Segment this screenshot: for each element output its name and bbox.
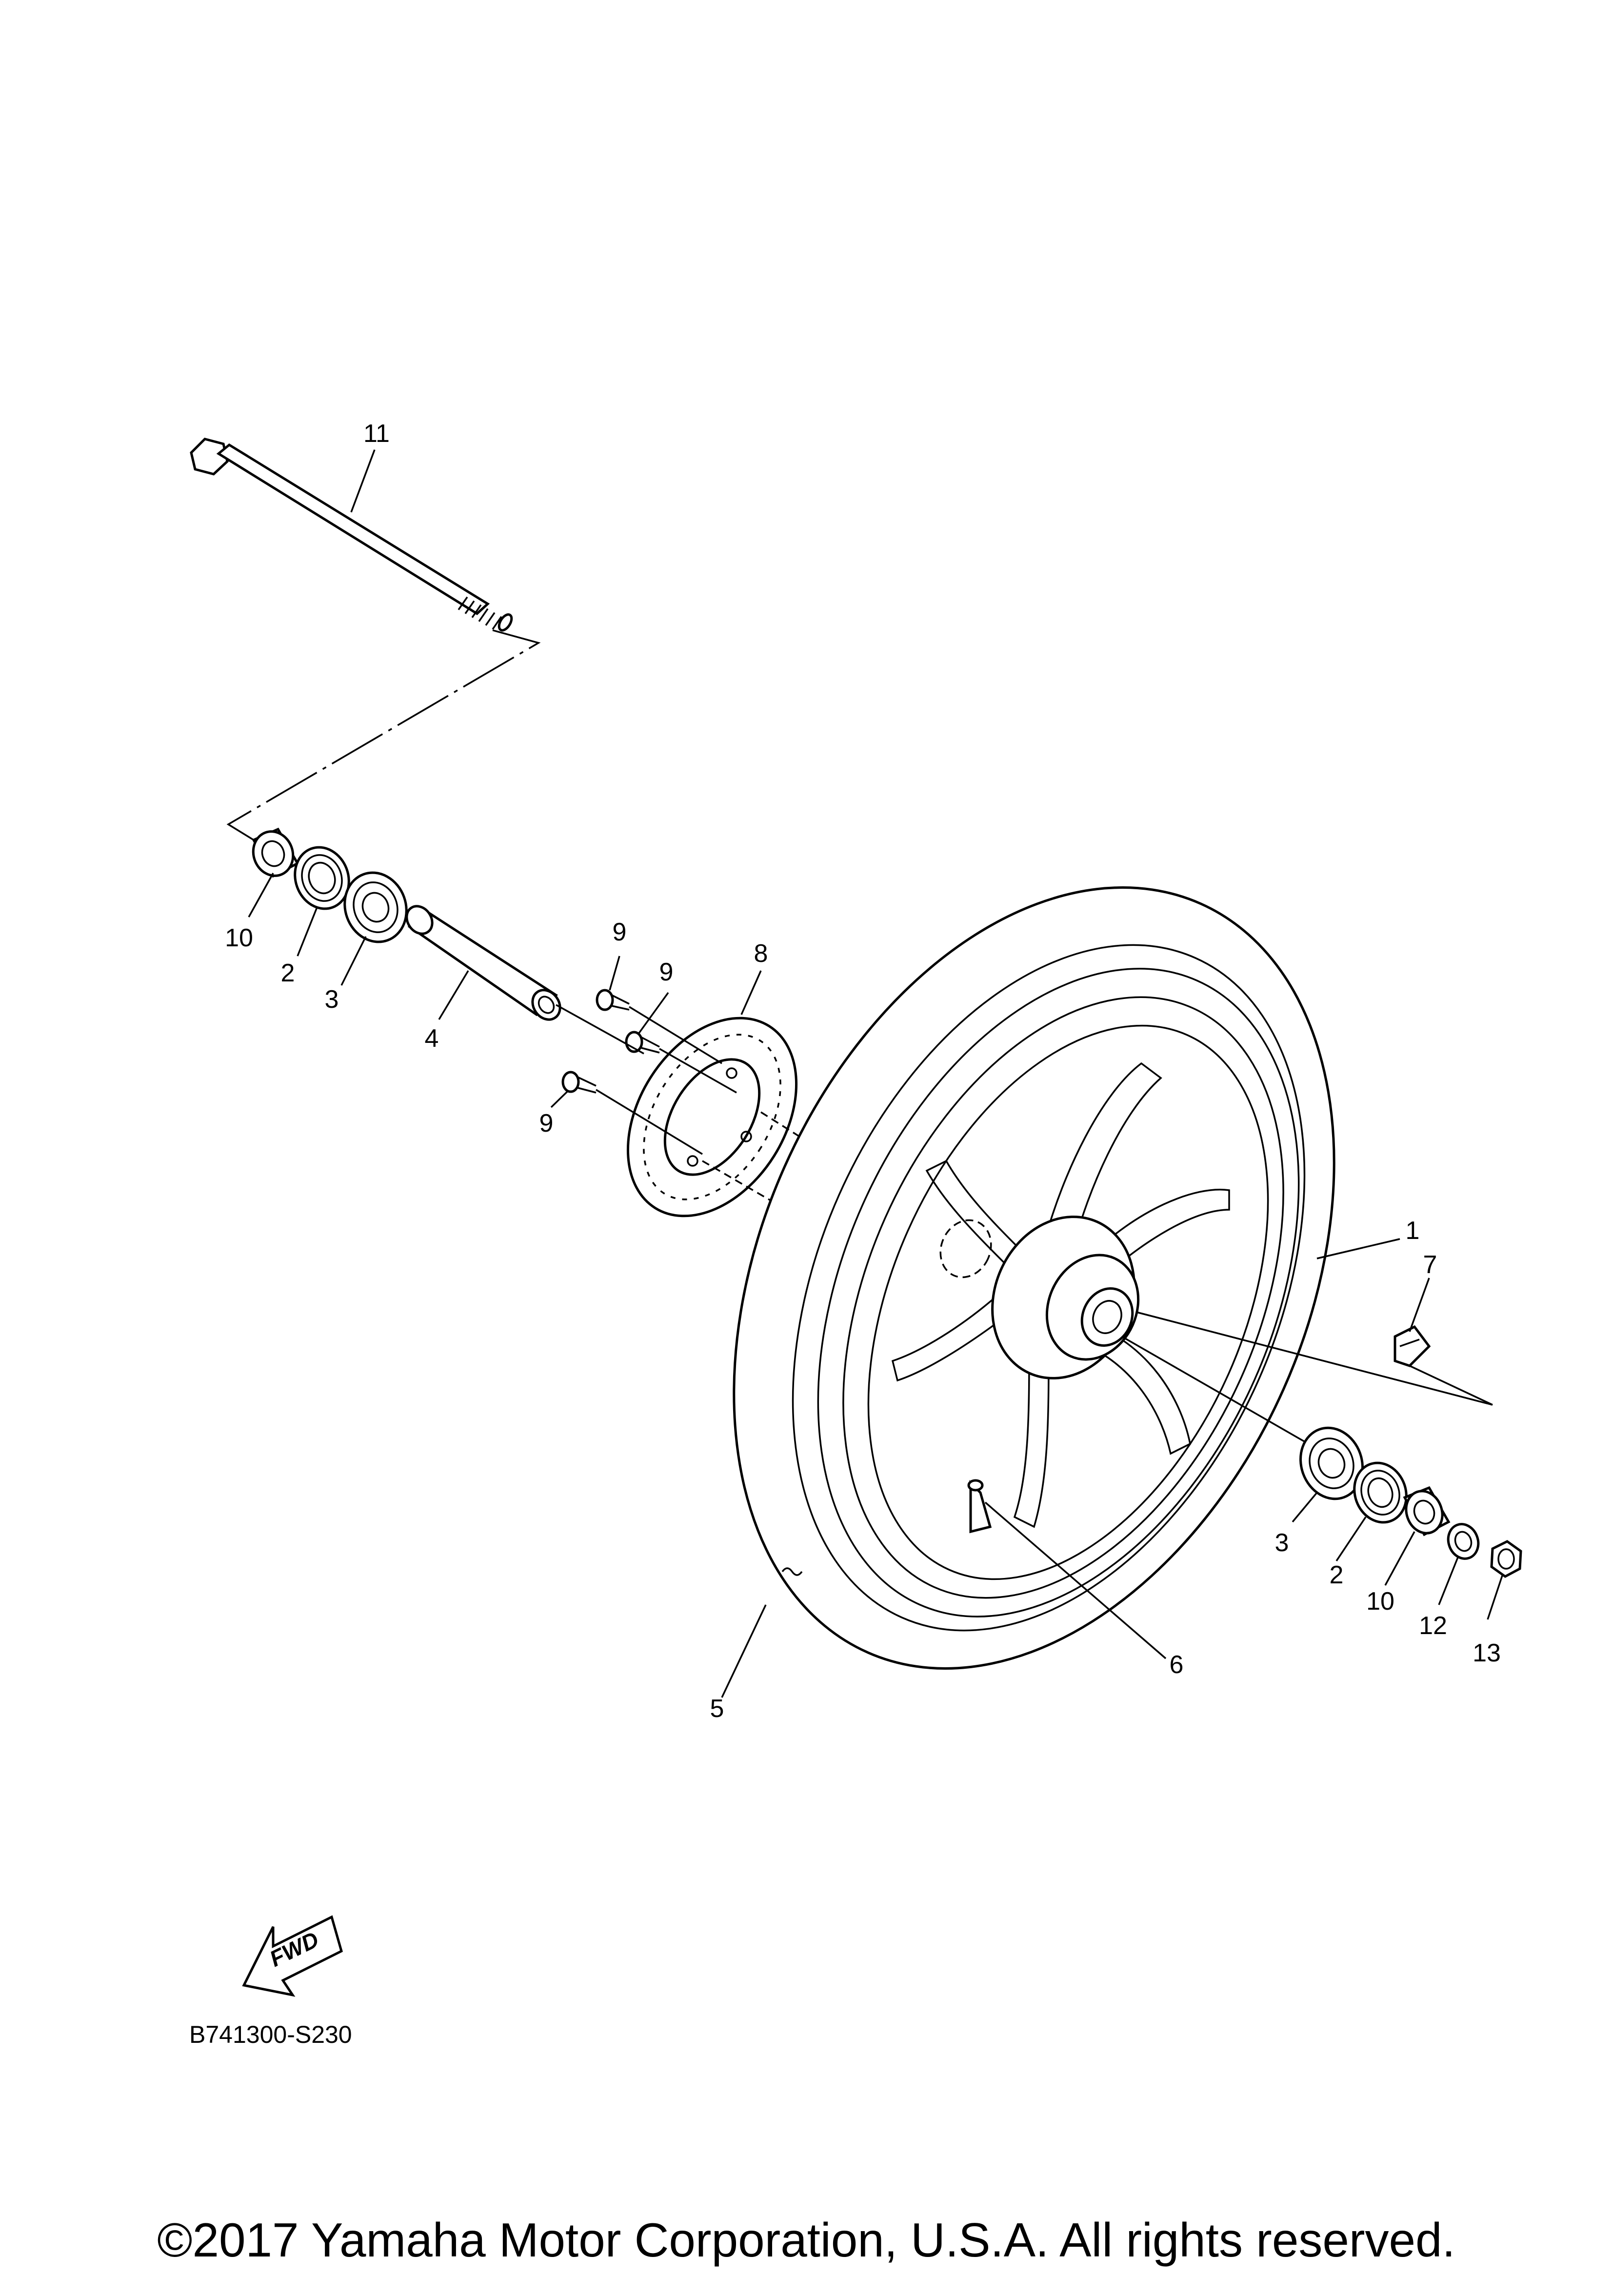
callout-11: 11 xyxy=(363,419,390,448)
diagram-code: B741300-S230 xyxy=(189,2021,352,2048)
spacer-right xyxy=(1403,1486,1451,1537)
spacer-left xyxy=(252,827,299,878)
forward-arrow: FWD xyxy=(242,1915,343,1997)
weight-pointer-lines xyxy=(1121,1311,1493,1450)
callout-5: 5 xyxy=(710,1695,724,1723)
washer xyxy=(1447,1523,1480,1560)
oil-seal-left xyxy=(294,846,350,910)
collar-tube xyxy=(405,905,561,1021)
axle-nut xyxy=(1490,1540,1522,1578)
front-wheel xyxy=(733,886,1335,1670)
leader-lines xyxy=(248,449,1503,1698)
callout-9-upper: 9 xyxy=(613,918,627,946)
copyright-notice: ©2017 Yamaha Motor Corporation, U.S.A. A… xyxy=(157,2213,1455,2267)
callout-13: 13 xyxy=(1473,1639,1501,1667)
callout-4: 4 xyxy=(425,1024,439,1053)
screw-upper xyxy=(596,989,630,1011)
callout-6: 6 xyxy=(1170,1651,1184,1679)
callout-3-left: 3 xyxy=(325,985,339,1014)
callout-2-left: 2 xyxy=(281,959,295,987)
callout-1: 1 xyxy=(1406,1217,1420,1245)
callout-9-middle: 9 xyxy=(659,958,674,986)
callout-7: 7 xyxy=(1423,1251,1437,1279)
callout-8: 8 xyxy=(754,939,768,968)
callout-12: 12 xyxy=(1419,1612,1447,1640)
callout-9-lower: 9 xyxy=(539,1109,554,1138)
oil-seal-right xyxy=(1353,1461,1408,1524)
axle-centerline xyxy=(226,629,541,841)
screw-middle xyxy=(625,1031,660,1054)
callout-labels: 11 10 2 3 4 9 9 9 8 1 7 3 2 10 12 13 6 5 xyxy=(225,419,1501,1723)
callout-10-left: 10 xyxy=(225,924,253,952)
axle-bolt xyxy=(190,438,513,632)
callout-3-right: 3 xyxy=(1275,1529,1289,1557)
callout-2-right: 2 xyxy=(1330,1561,1344,1589)
tire-valve xyxy=(967,1479,992,1534)
callout-10-right: 10 xyxy=(1366,1587,1394,1616)
bearing-left xyxy=(343,871,408,943)
bearing-right xyxy=(1299,1426,1364,1500)
balance-weight xyxy=(1394,1325,1431,1367)
screw-lower xyxy=(561,1071,597,1094)
